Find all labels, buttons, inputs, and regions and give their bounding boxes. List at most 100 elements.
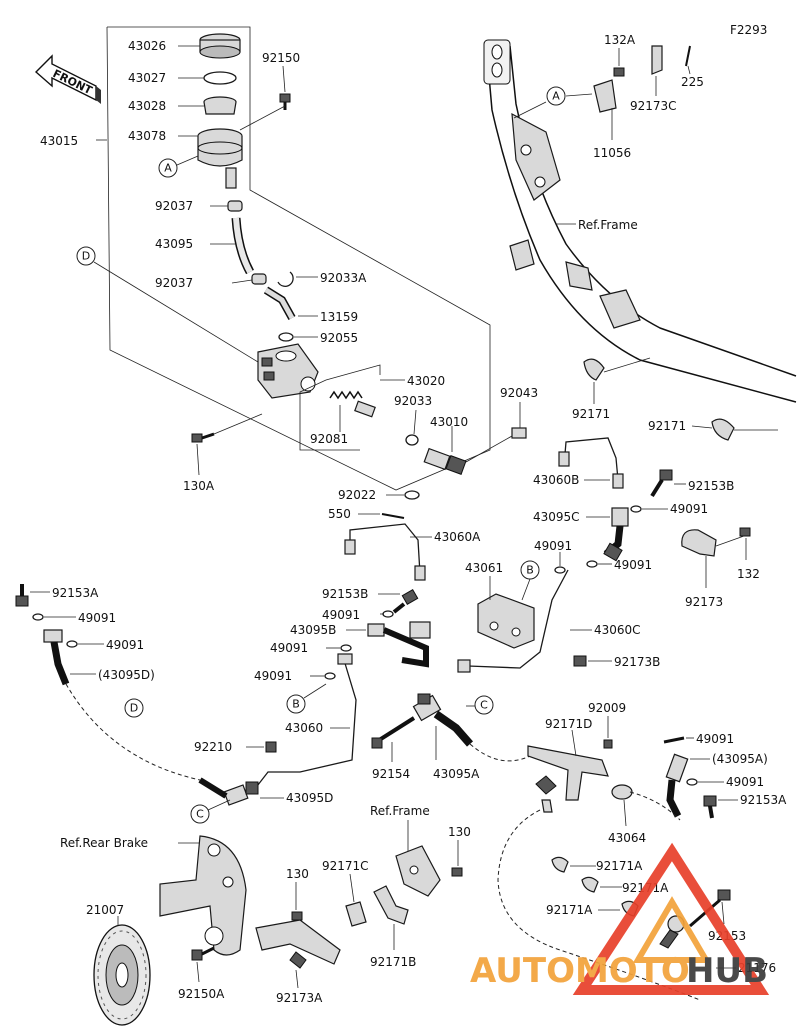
hose-dashed-continuation (65, 683, 201, 781)
bracket-92171d (527, 745, 609, 801)
bracket-43061 (477, 593, 535, 649)
part-43026: 43026 (128, 39, 166, 53)
clamp-92171c (345, 901, 367, 927)
part-43060b: 43060B (533, 473, 579, 487)
part-49091-m2: 49091 (270, 641, 308, 655)
part-92153a-right: 92153A (740, 793, 787, 807)
svg-text:A: A (552, 90, 560, 103)
svg-text:A: A (164, 162, 172, 175)
part-43060c: 43060C (594, 623, 641, 637)
part-92171c: 92171C (322, 859, 369, 873)
part-49091-r2: 49091 (534, 539, 572, 553)
washer-49091-m1 (382, 610, 394, 618)
svg-text:D: D (130, 702, 138, 715)
oring-92055 (278, 332, 294, 342)
part-49091-m3: 49091 (254, 669, 292, 683)
callout-d-upper: D (76, 246, 96, 266)
part-92153b-mid: 92153B (322, 587, 368, 601)
part-550: 550 (328, 507, 351, 521)
circlip-92033a (277, 271, 294, 287)
clamp-92171a-1 (551, 856, 569, 873)
washer-49091-b2 (686, 778, 698, 786)
reservoir-tank (197, 128, 243, 189)
part-49091-b1: 49091 (696, 732, 734, 746)
part-92171-b: 92171 (648, 419, 686, 433)
bolt-92150a (191, 946, 215, 961)
reservoir-cap (199, 33, 241, 59)
pipe-43060 (253, 659, 357, 791)
hose-end-43095d-left (43, 629, 70, 686)
part-92173a: 92173A (276, 991, 323, 1005)
bracket-11056 (593, 79, 617, 113)
part-92043: 92043 (500, 386, 538, 400)
washer-49091-m3 (324, 672, 336, 680)
part-92171b: 92171B (370, 955, 416, 969)
washer-49091-l1 (32, 613, 44, 621)
callout-c-left: C (190, 804, 210, 824)
ref-rear-brake: Ref.Rear Brake (60, 836, 148, 850)
part-49091-b2: 49091 (726, 775, 764, 789)
bracket-92173a (255, 919, 341, 969)
svg-text:C: C (480, 699, 488, 712)
part-43010: 43010 (430, 415, 468, 429)
brake-disc-21007 (93, 924, 151, 1026)
part-130-a: 130 (448, 825, 471, 839)
callout-b-upper: B (520, 560, 540, 580)
part-43028: 43028 (128, 99, 166, 113)
hose-43095a (412, 693, 474, 747)
washer-49091-l2 (66, 640, 78, 648)
part-92033a: 92033A (320, 271, 367, 285)
bolt-130a (191, 432, 215, 443)
hose-43095c (603, 507, 629, 562)
svg-text:B: B (292, 698, 300, 711)
part-92150a: 92150A (178, 987, 225, 1001)
part-92171a-3: 92171A (546, 903, 593, 917)
callout-c-right: C (474, 695, 494, 715)
part-49091-r3: 49091 (614, 558, 652, 572)
part-13159: 13159 (320, 310, 358, 324)
part-43095b: 43095B (290, 623, 336, 637)
bracket-92173 (681, 529, 717, 557)
rear-brake-bracket (159, 835, 247, 956)
part-49091-l1: 49091 (78, 611, 116, 625)
bolt-130-mid (451, 867, 463, 877)
part-92173: 92173 (685, 595, 723, 609)
figure-code: F2293 (730, 23, 767, 37)
part-130a: 130A (183, 479, 215, 493)
clip-92037-top (227, 200, 243, 212)
grommet-92173b (573, 655, 587, 667)
pushrod-43010 (423, 447, 467, 475)
watermark-logo: AUTOMOTO HUB (470, 842, 770, 995)
bolt-132a (613, 67, 625, 77)
part-43064: 43064 (608, 831, 646, 845)
part-92154: 92154 (372, 767, 410, 781)
master-cylinder-body (257, 343, 319, 399)
part-225: 225 (681, 75, 704, 89)
sensor-cable (497, 809, 701, 1001)
svg-text:C: C (196, 808, 204, 821)
clamp-92171a-2 (581, 876, 599, 893)
part-43060a: 43060A (434, 530, 481, 544)
screw-225 (685, 45, 691, 67)
part-92009: 92009 (588, 701, 626, 715)
callout-a-frame: A (546, 86, 566, 106)
part-92171d: 92171D (545, 717, 592, 731)
frame-bracket-mid (395, 845, 441, 897)
part-43015: 43015 (40, 134, 78, 148)
reservoir-diaphragm (203, 96, 237, 115)
part-132: 132 (737, 567, 760, 581)
part-92153a-left: 92153A (52, 586, 99, 600)
part-43095d-paren: (43095D) (98, 668, 155, 682)
washer-49091-r2 (554, 566, 566, 574)
clip-92037-lower (251, 273, 267, 285)
part-21007: 21007 (86, 903, 124, 917)
sensor-43064 (535, 775, 633, 813)
part-43095a-paren: (43095A) (712, 752, 768, 766)
part-49091-l2: 49091 (106, 638, 144, 652)
washer-49091-r1 (630, 505, 642, 513)
part-43095: 43095 (155, 237, 193, 251)
cotter-pin-550 (381, 513, 405, 519)
part-43027: 43027 (128, 71, 166, 85)
hose-end-43095a-right (665, 753, 689, 818)
